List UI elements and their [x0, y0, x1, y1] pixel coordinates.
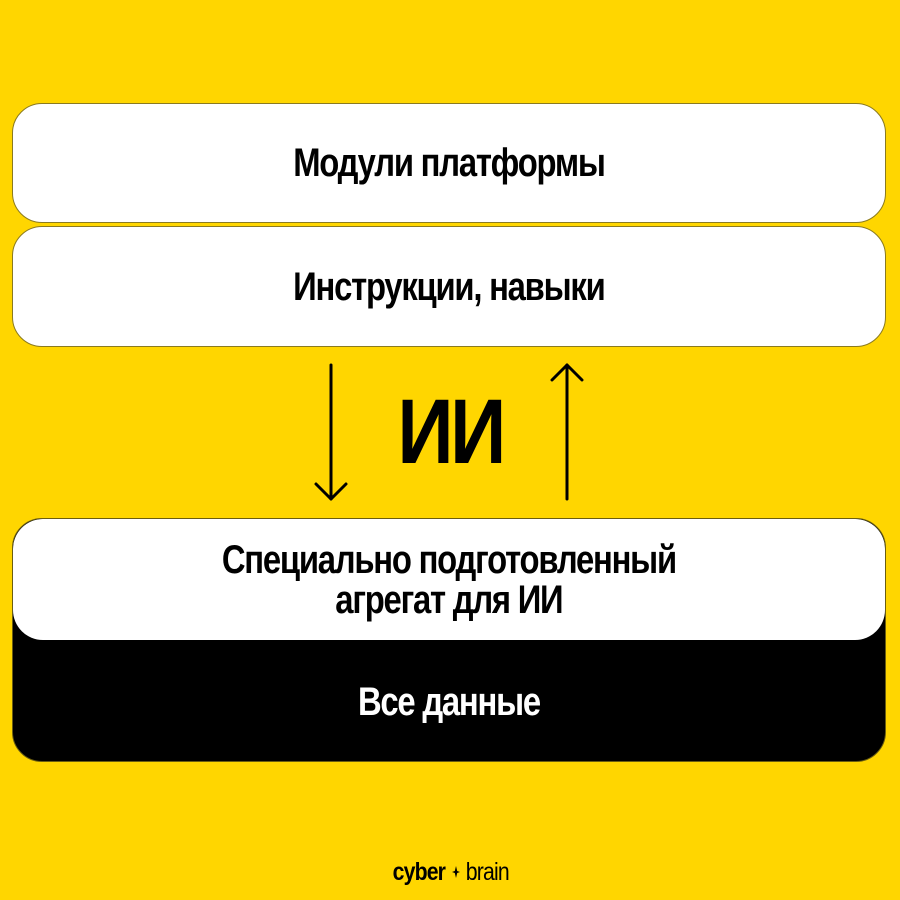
- arrow-down-icon: [314, 363, 348, 501]
- spark-icon: [451, 866, 460, 878]
- aggregate-line-2: агрегат для ИИ: [335, 577, 563, 622]
- ai-aggregate-layer: Специально подготовленный агрегат для ИИ: [13, 519, 885, 640]
- layer-platform-modules: Модули платформы: [12, 103, 886, 223]
- all-data-layer: Все данные: [13, 640, 885, 761]
- data-stack: Специально подготовленный агрегат для ИИ…: [12, 518, 886, 762]
- all-data-label: Все данные: [358, 679, 541, 724]
- layer-instructions-skills: Инструкции, навыки: [12, 226, 886, 347]
- aggregate-line-1: Специально подготовленный: [221, 537, 677, 582]
- ai-label: ИИ: [397, 381, 506, 483]
- brand-logo: cyber brain: [378, 856, 522, 888]
- arrow-up-icon: [550, 363, 584, 501]
- layer-label: Инструкции, навыки: [293, 264, 606, 309]
- brand-left: cyber: [392, 857, 445, 886]
- brand-right: brain: [465, 857, 509, 886]
- layer-label: Модули платформы: [293, 141, 606, 185]
